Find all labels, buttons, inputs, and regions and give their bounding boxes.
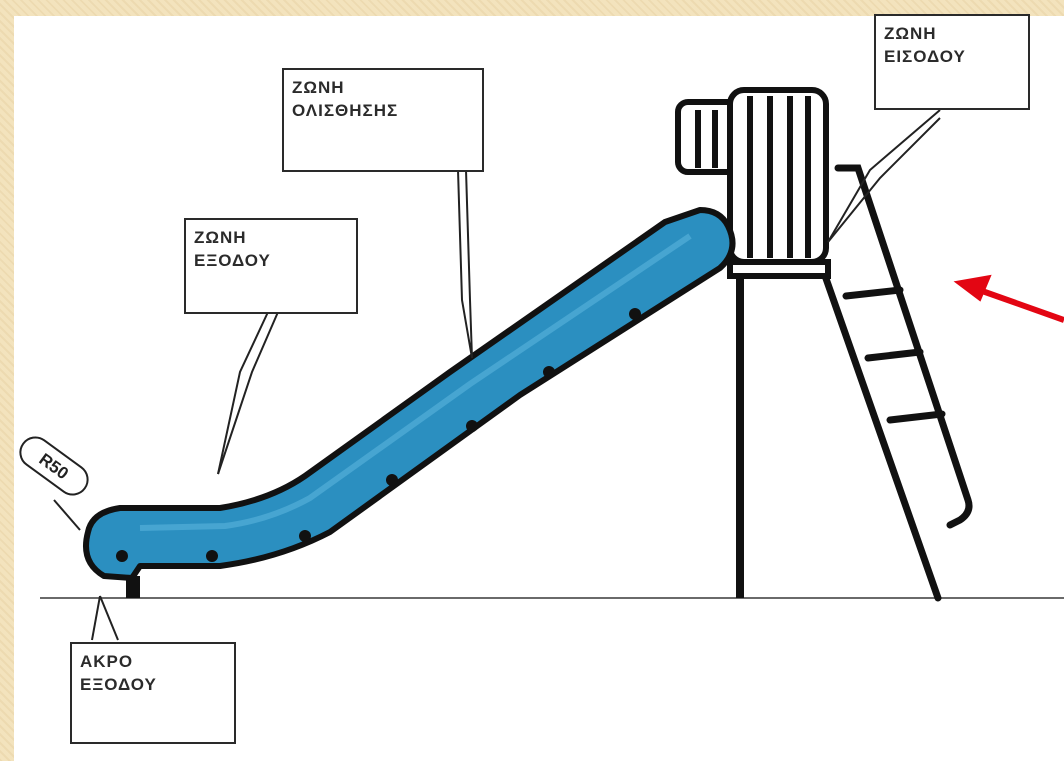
entry-zone-label: ΖΩΝΗ ΕΙΣΟΔΟΥ	[874, 14, 1030, 110]
ladder-rung	[864, 348, 924, 362]
radius-badge: R50	[19, 436, 89, 496]
tower-cabin	[675, 87, 831, 279]
slide-body	[83, 207, 736, 581]
slide-highlight	[139, 233, 692, 531]
exit-zone-label: ΖΩΝΗ ΕΞΟΔΟΥ	[184, 218, 358, 314]
ladder	[819, 164, 973, 602]
ladder-rung	[886, 410, 946, 424]
ladder-rail-right	[834, 164, 973, 529]
exit-end-label: ΑΚΡΟ ΕΞΟΔΟΥ	[70, 642, 236, 744]
ladder-rail-left	[819, 266, 942, 602]
slide-zone-label: ΖΩΝΗ ΟΛΙΣΘΗΣΗΣ	[282, 68, 484, 172]
slide-bolts	[116, 308, 641, 562]
callout-leaders	[53, 109, 941, 641]
pointer-arrow	[953, 274, 1064, 323]
slide-foot	[126, 576, 140, 598]
ladder-rung	[842, 286, 904, 300]
diagram-canvas	[14, 16, 1064, 761]
